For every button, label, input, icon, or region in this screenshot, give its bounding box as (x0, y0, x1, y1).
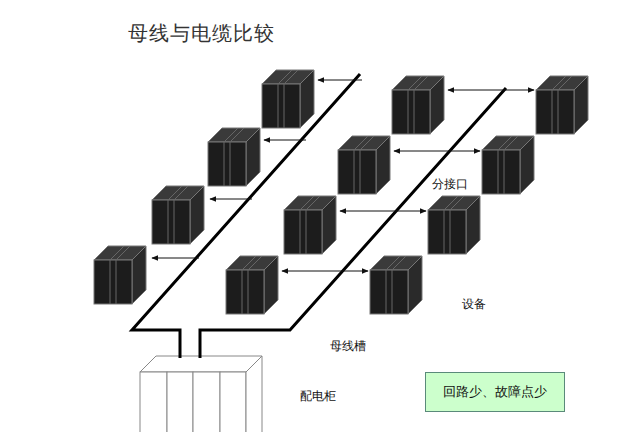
connection-arrow (152, 258, 199, 259)
equipment-cube (370, 256, 422, 314)
cube-front (226, 270, 264, 314)
cube-groove (242, 256, 262, 314)
cube-side (246, 128, 260, 186)
cube-groove (498, 136, 518, 194)
cube-groove (278, 70, 298, 128)
equipment-cube (208, 128, 260, 186)
equipment-cube (226, 256, 278, 314)
note-box: 回路少、故障点少 (425, 372, 565, 412)
cube-groove (168, 186, 188, 244)
equipment-cube (428, 196, 480, 254)
cube-side (376, 136, 390, 194)
part-label: 配电柜 (300, 388, 336, 405)
cabinet-panel (140, 372, 167, 432)
cube-side (300, 70, 314, 128)
cube-front (392, 90, 430, 134)
connection-arrow (318, 80, 362, 81)
equipment-cube (94, 246, 146, 304)
cube-front (428, 210, 466, 254)
cube-front (536, 90, 574, 134)
cube-front (208, 142, 246, 186)
cube-side (322, 196, 336, 254)
cube-front (284, 210, 322, 254)
cube-groove (386, 256, 406, 314)
cube-groove (552, 76, 572, 134)
connection-arrow (282, 271, 368, 272)
cube-side (430, 76, 444, 134)
cube-groove (444, 196, 464, 254)
cube-groove (300, 196, 320, 254)
cube-front (94, 260, 132, 304)
equipment-cube (262, 70, 314, 128)
cube-front (152, 200, 190, 244)
equipment-cube (392, 76, 444, 134)
cube-side (264, 256, 278, 314)
cube-side (190, 186, 204, 244)
part-label: 分接口 (432, 176, 468, 193)
busbar-line (132, 74, 360, 358)
equipment-cube (536, 76, 588, 134)
distribution-cabinet (140, 356, 262, 432)
cube-groove (408, 76, 428, 134)
note-text: 回路少、故障点少 (443, 383, 547, 401)
cube-side (132, 246, 146, 304)
cube-front (482, 150, 520, 194)
connection-arrow (264, 140, 306, 141)
part-label: 母线槽 (330, 338, 366, 355)
cube-side (574, 76, 588, 134)
cube-front (338, 150, 376, 194)
cube-groove (354, 136, 374, 194)
connection-arrow (394, 151, 480, 152)
connection-arrow (448, 90, 534, 91)
diagram-title: 母线与电缆比较 (128, 20, 275, 47)
cube-front (262, 84, 300, 128)
equipment-cube (284, 196, 336, 254)
busbar-line (200, 88, 506, 358)
cabinet-panel (167, 372, 193, 432)
cube-side (466, 196, 480, 254)
part-label: 设备 (462, 296, 486, 313)
equipment-group (94, 70, 588, 314)
connection-arrow (210, 199, 252, 200)
cube-side (408, 256, 422, 314)
cube-front (370, 270, 408, 314)
equipment-cube (482, 136, 534, 194)
cube-groove (110, 246, 130, 304)
cube-side (520, 136, 534, 194)
connection-arrow (340, 211, 426, 212)
cube-groove (224, 128, 244, 186)
cabinet-panel (220, 372, 246, 432)
cabinet-side (246, 356, 262, 432)
cabinet-panel (193, 372, 220, 432)
equipment-cube (338, 136, 390, 194)
cabinet-top (140, 356, 262, 372)
equipment-cube (152, 186, 204, 244)
